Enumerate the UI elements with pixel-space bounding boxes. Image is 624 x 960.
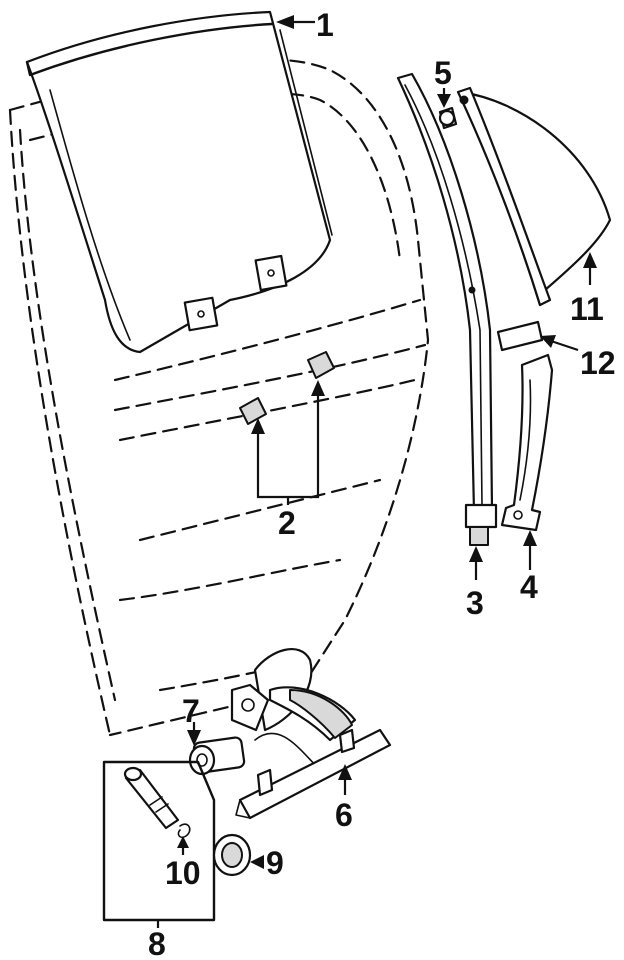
callout-12: 12 xyxy=(580,345,616,381)
callout-1: 1 xyxy=(316,7,334,43)
stationary-glass xyxy=(456,86,612,307)
screw xyxy=(438,106,458,130)
window-regulator xyxy=(230,648,392,820)
callout-5: 5 xyxy=(434,55,452,91)
seal-pad xyxy=(496,320,544,352)
callout-2: 2 xyxy=(278,505,296,541)
clip xyxy=(177,823,191,839)
callout-11: 11 xyxy=(570,291,604,327)
callout-9: 9 xyxy=(266,845,284,881)
regulator-motor xyxy=(188,736,246,776)
leader-lines xyxy=(156,15,597,928)
door-glass xyxy=(25,10,333,354)
rear-run-channel xyxy=(396,72,498,546)
callout-10: 10 xyxy=(165,855,201,891)
callout-3: 3 xyxy=(466,585,484,621)
callout-4: 4 xyxy=(520,569,538,605)
callouts: 1 2 3 4 5 6 7 8 9 10 11 12 xyxy=(148,7,616,960)
grommet xyxy=(212,833,252,877)
callout-8: 8 xyxy=(148,926,166,960)
callout-6: 6 xyxy=(335,797,353,833)
callout-7: 7 xyxy=(182,693,200,729)
switch-kit xyxy=(102,760,216,922)
glass-clips xyxy=(239,351,335,425)
channel-bracket xyxy=(500,353,554,532)
